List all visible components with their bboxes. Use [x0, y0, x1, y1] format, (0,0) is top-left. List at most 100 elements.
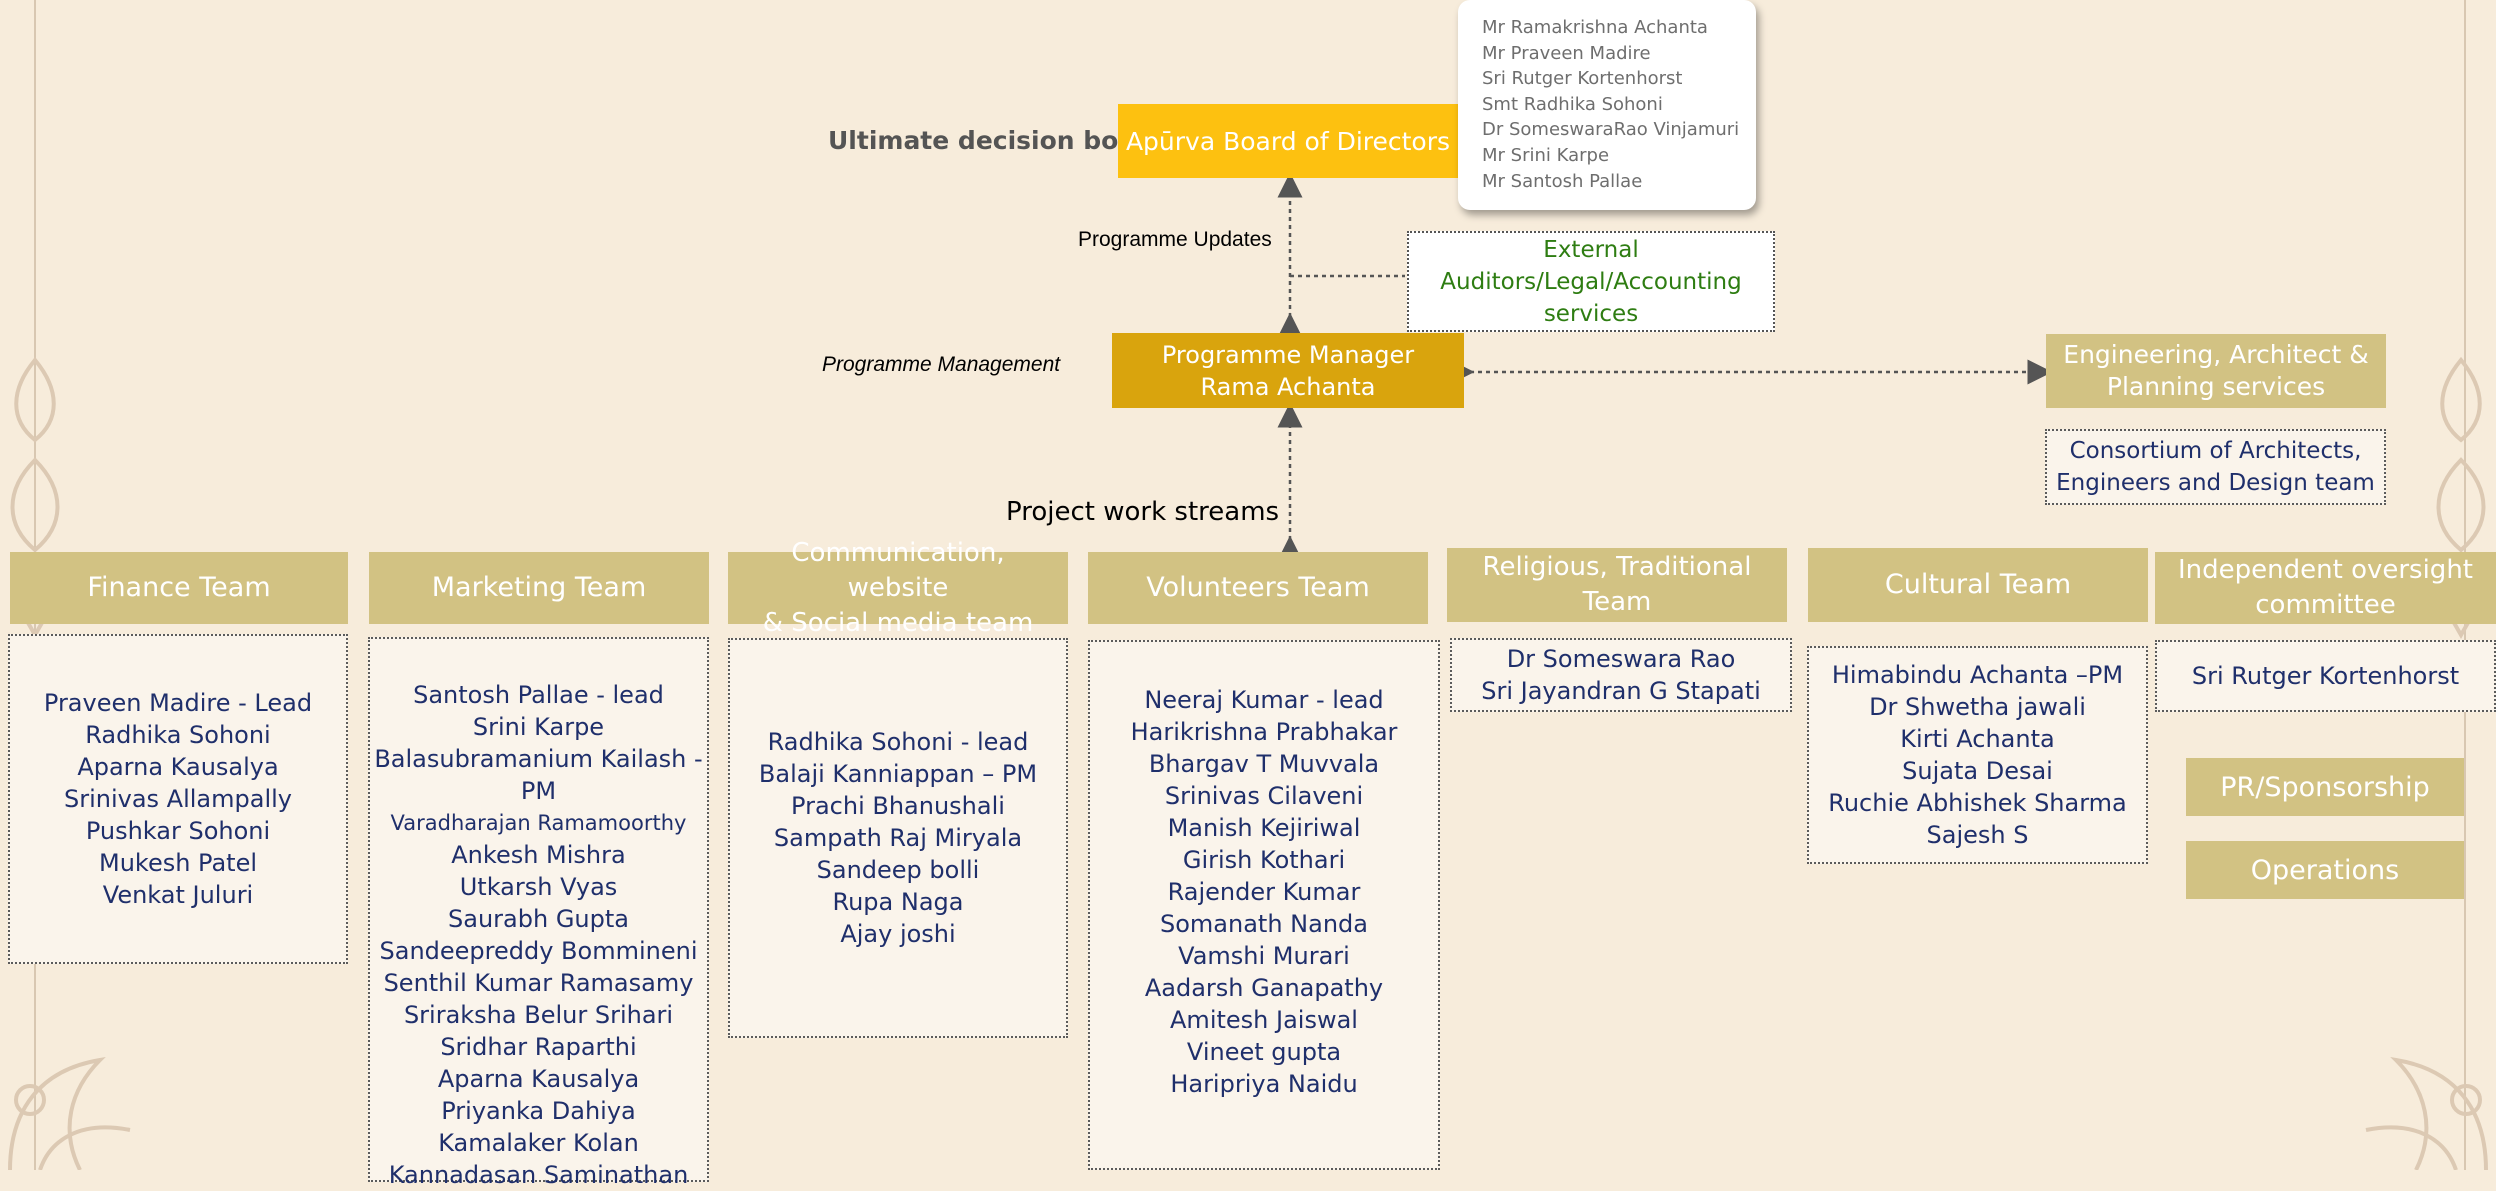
religious-title-line: Religious, Traditional — [1482, 552, 1752, 582]
religious-title-line: Team — [1582, 587, 1652, 617]
member-name: Kirti Achanta — [1900, 725, 2055, 753]
pr-sponsorship-box: PR/Sponsorship — [2186, 758, 2464, 816]
member-name: Sri Jayandran G Stapati — [1481, 677, 1761, 705]
project-work-streams-label: Project work streams — [1006, 497, 1280, 527]
cultural-team-header: Cultural Team — [1808, 548, 2148, 622]
member-name: Dr Someswara Rao — [1506, 645, 1736, 673]
member-name: Srinivas Cilaveni — [1164, 782, 1364, 810]
member-name: Prachi Bhanushali — [791, 792, 1005, 820]
member-name: Rupa Naga — [832, 888, 964, 916]
member-name: Bhargav T Muvvala — [1148, 750, 1380, 778]
member-name: Radhika Sohoni — [85, 721, 271, 749]
member-name: Ajay joshi — [840, 920, 956, 948]
pm-name: Rama Achanta — [1200, 372, 1376, 401]
member-name: Pushkar Sohoni — [85, 817, 271, 845]
comms-members-box: Radhika Sohoni - lead Balaji Kanniappan … — [728, 638, 1068, 1038]
engineering-title-line: Engineering, Architect & — [2063, 340, 2369, 369]
programme-updates-label: Programme Updates — [1078, 228, 1272, 251]
religious-members-box: Dr Someswara Rao Sri Jayandran G Stapati — [1450, 638, 1792, 712]
member-name: Somanath Nanda — [1160, 910, 1368, 938]
engineering-title-line: Planning services — [2106, 372, 2326, 401]
bottom-left-corner-ornament-icon — [8, 1056, 131, 1170]
cultural-members-box: Himabindu Achanta –PM Dr Shwetha jawali … — [1807, 646, 2148, 864]
oversight-members-box: Sri Rutger Kortenhorst — [2155, 640, 2496, 712]
operations-box: Operations — [2186, 841, 2464, 899]
external-line: External — [1543, 236, 1639, 263]
board-member: Mr Praveen Madire — [1482, 42, 1651, 64]
member-name: Kannadasan Saminathan — [388, 1161, 689, 1189]
bottom-right-corner-ornament-icon — [2365, 1056, 2488, 1170]
member-name: Praveen Madire - Lead — [43, 689, 313, 717]
programme-manager-box: Programme Manager Rama Achanta — [1112, 333, 1464, 408]
engineering-team-line: Engineers and Design team — [2056, 470, 2375, 496]
member-name: Himabindu Achanta –PM — [1831, 661, 2124, 689]
member-name: Manish Kejiriwal — [1167, 814, 1361, 842]
marketing-team-header: Marketing Team — [369, 552, 709, 624]
member-name: Utkarsh Vyas — [459, 873, 618, 901]
member-name: Srini Karpe — [472, 713, 605, 741]
member-name: Aparna Kausalya — [77, 753, 279, 781]
member-name: Ankesh Mishra — [451, 841, 626, 869]
engineering-team-box: Consortium of Architects, Engineers and … — [2045, 429, 2386, 505]
board-member: Dr SomeswaraRao Vinjamuri — [1482, 119, 1740, 141]
external-line: services — [1543, 300, 1639, 327]
board-member: Mr Santosh Pallae — [1482, 170, 1643, 192]
comms-title-line: Communication, website — [791, 537, 1005, 603]
comms-team-header: Communication, website & Social media te… — [728, 538, 1068, 638]
member-name: Sandeep bolli — [816, 856, 980, 884]
member-name: Sriraksha Belur Srihari — [403, 1001, 674, 1029]
religious-team-header: Religious, Traditional Team — [1447, 548, 1787, 622]
member-name: Girish Kothari — [1182, 846, 1346, 874]
decision-body-label: Ultimate decision body — [828, 126, 1153, 155]
member-name: Rajender Kumar — [1167, 878, 1361, 906]
oversight-title-line: Independent oversight — [2178, 555, 2473, 585]
external-services-box: External Auditors/Legal/Accounting servi… — [1407, 231, 1775, 332]
volunteers-members-box: Neeraj Kumar - lead Harikrishna Prabhaka… — [1088, 640, 1440, 1170]
oversight-committee-header: Independent oversight committee — [2155, 552, 2496, 624]
member-name: Srinivas Allampally — [63, 785, 292, 813]
member-name: Sajesh S — [1926, 821, 2029, 849]
programme-management-label: Programme Management — [822, 353, 1061, 376]
member-name: Saurabh Gupta — [448, 905, 629, 933]
volunteers-team-header: Volunteers Team — [1088, 552, 1428, 624]
member-name: Venkat Juluri — [102, 881, 254, 909]
member-name: Balaji Kanniappan – PM — [758, 760, 1038, 788]
member-name: PM — [520, 777, 557, 805]
member-name: Sampath Raj Miryala — [773, 824, 1023, 852]
marketing-members-box: Santosh Pallae - lead Srini Karpe Balasu… — [368, 637, 709, 1189]
external-line: Auditors/Legal/Accounting — [1440, 268, 1742, 295]
member-name: Vineet gupta — [1186, 1038, 1342, 1066]
board-member: Smt Radhika Sohoni — [1482, 93, 1663, 115]
finance-team-header: Finance Team — [10, 552, 348, 624]
comms-title-line: & Social media team — [762, 607, 1034, 638]
engineering-header: Engineering, Architect & Planning servic… — [2046, 334, 2386, 408]
member-name: Kamalaker Kolan — [438, 1129, 639, 1157]
member-name: Senthil Kumar Ramasamy — [383, 969, 694, 997]
member-name: Sridhar Raparthi — [440, 1033, 637, 1061]
member-name: Balasubramanium Kailash - — [374, 745, 703, 773]
member-name: Neeraj Kumar - lead — [1144, 686, 1384, 714]
member-name: Aadarsh Ganapathy — [1144, 974, 1384, 1002]
member-name: Sandeepreddy Bommineni — [379, 937, 698, 965]
board-member: Mr Srini Karpe — [1482, 144, 1610, 166]
member-name: Priyanka Dahiya — [441, 1097, 636, 1125]
board-member: Mr Ramakrishna Achanta — [1482, 17, 1708, 38]
oversight-title-line: committee — [2255, 590, 2396, 620]
board-members-card: Mr Ramakrishna Achanta Mr Praveen Madire… — [1458, 0, 1756, 210]
member-name: Mukesh Patel — [98, 849, 257, 877]
engineering-team-line: Consortium of Architects, — [2069, 438, 2362, 464]
member-name: Sujata Desai — [1902, 757, 2053, 785]
member-name: Radhika Sohoni - lead — [767, 728, 1029, 756]
member-name: Dr Shwetha jawali — [1869, 693, 2086, 721]
member-name: Aparna Kausalya — [437, 1065, 640, 1093]
member-name: Haripriya Naidu — [1170, 1070, 1358, 1098]
board-member: Sri Rutger Kortenhorst — [1482, 68, 1683, 90]
member-name: Ruchie Abhishek Sharma — [1828, 789, 2127, 817]
board-of-directors-box: Apūrva Board of Directors — [1118, 104, 1458, 178]
member-name: Harikrishna Prabhakar — [1130, 718, 1398, 746]
member-name: Sri Rutger Kortenhorst — [2191, 662, 2460, 690]
member-name: Varadharajan Ramamoorthy — [390, 811, 687, 835]
member-name: Vamshi Murari — [1178, 942, 1350, 970]
pm-title: Programme Manager — [1161, 340, 1415, 369]
